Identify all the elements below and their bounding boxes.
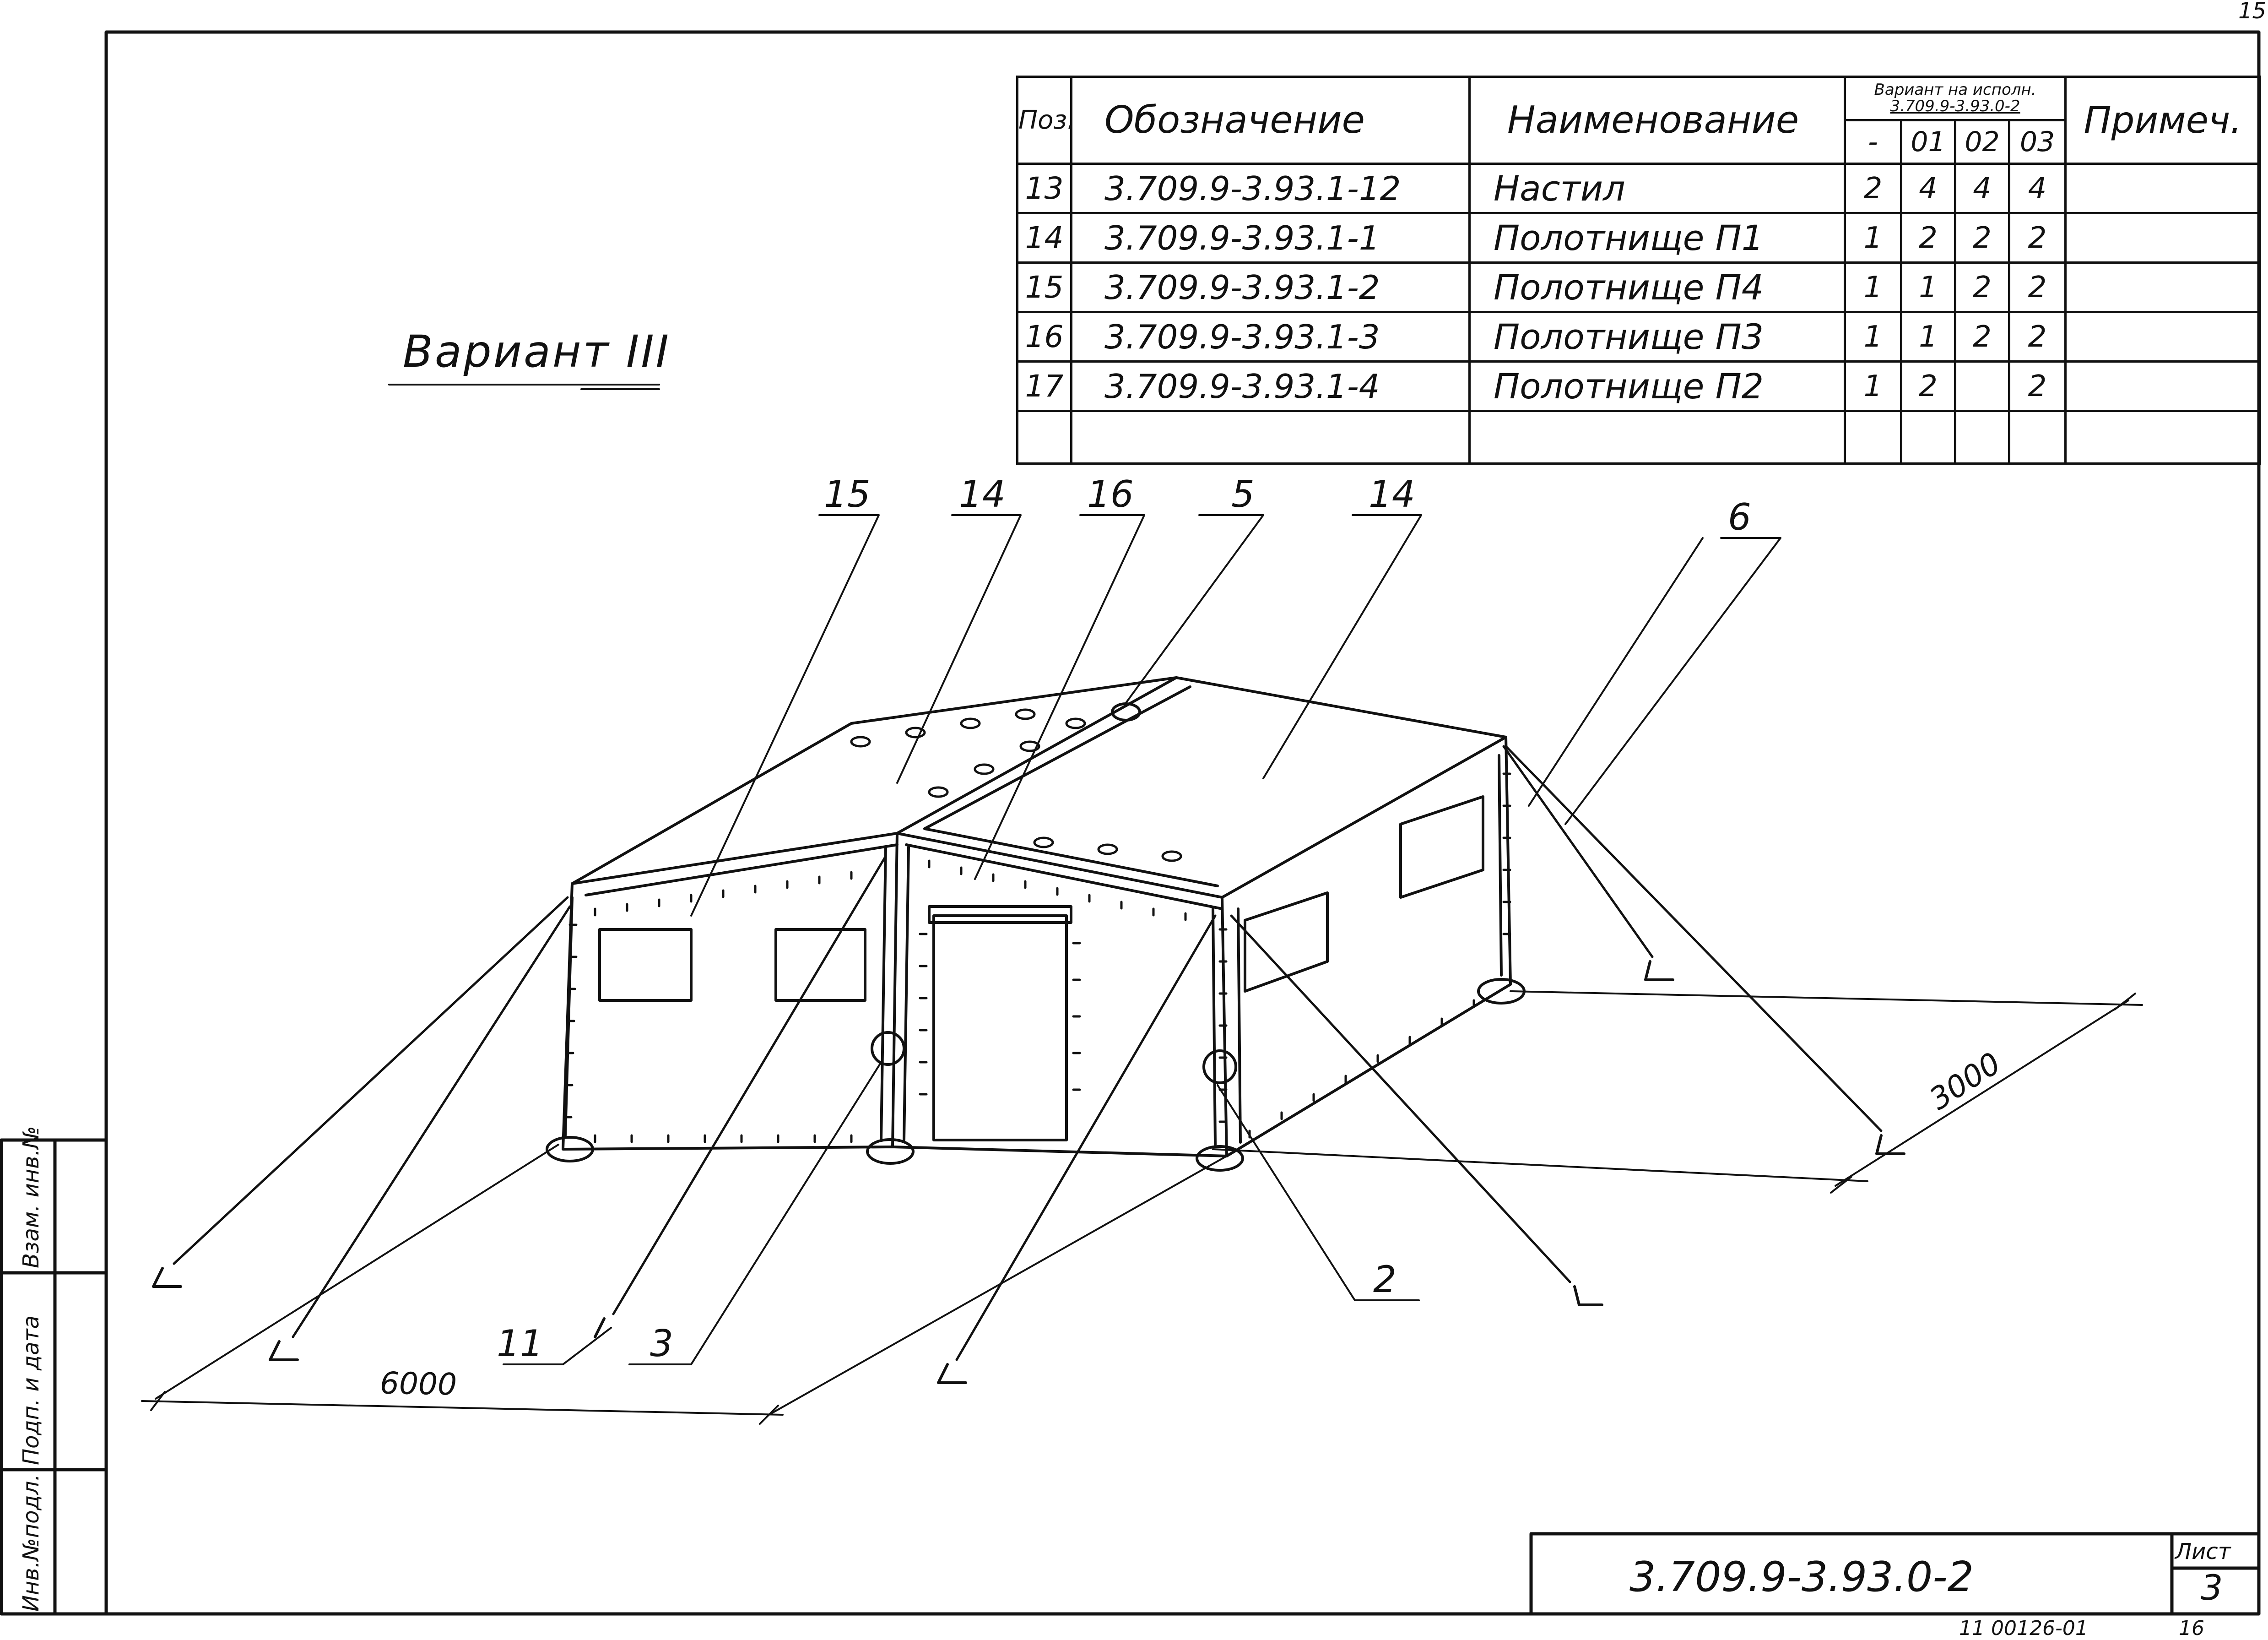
cell-poz: 15 [1016, 261, 1072, 313]
cell-qty: 1 [1844, 311, 1902, 363]
variant-heading: Вариант III [403, 326, 671, 377]
cell-designation: 3.709.9-3.93.1-2 [1070, 261, 1471, 313]
header-designation: Обозначение [1070, 76, 1471, 165]
footer-page-number: 16 [2179, 1617, 2204, 1640]
cell-qty: 1 [1844, 360, 1902, 412]
callout-label: 14 [959, 473, 1006, 516]
header-variant-col: - [1844, 119, 1902, 165]
cell-qty: 2 [1954, 261, 2010, 313]
cell-qty: 2 [1900, 360, 1956, 412]
callout-label: 2 [1373, 1258, 1397, 1301]
callout-label: 14 [1369, 473, 1415, 516]
callout-label: 6 [1728, 496, 1751, 538]
cell-qty: 1 [1900, 261, 1956, 313]
cell-designation [1070, 410, 1471, 465]
cell-qty: 4 [1954, 163, 2010, 214]
cell-designation: 3.709.9-3.93.1-12 [1070, 163, 1471, 214]
leader-lines [388, 384, 1781, 1365]
cell-poz: 17 [1016, 360, 1072, 412]
cell-qty: 2 [1954, 212, 2010, 264]
header-variant-line1: Вариант на исполн. [1874, 81, 2036, 99]
cell-qty: 2 [1900, 212, 1956, 264]
table-row: 14 3.709.9-3.93.1-1 Полотнище П1 1 2 2 2 [1016, 212, 2262, 264]
header-variant-col: 03 [2008, 119, 2067, 165]
table-row [1016, 410, 2262, 465]
dimension-lines [141, 990, 2143, 1425]
cell-designation: 3.709.9-3.93.1-1 [1070, 212, 1471, 264]
cell-poz: 13 [1016, 163, 1072, 214]
sheet-number: 3 [2201, 1567, 2223, 1608]
sheet-label: Лист [2175, 1539, 2231, 1564]
cell-qty: 2 [1844, 163, 1902, 214]
tent-body [546, 676, 1526, 1172]
callout-label: 5 [1231, 473, 1255, 516]
cell-name [1468, 410, 1846, 465]
cell-qty: 2 [1954, 311, 2010, 363]
side-label-inv: Инв.№подл. [18, 1474, 44, 1612]
cell-name: Полотнище П1 [1468, 212, 1846, 264]
cell-qty: 1 [1844, 261, 1902, 313]
cell-note [2064, 212, 2262, 264]
cell-qty: 2 [2008, 311, 2067, 363]
cell-name: Полотнище П2 [1468, 360, 1846, 412]
header-variant-col: 02 [1954, 119, 2010, 165]
header-poz: Поз. [1016, 76, 1072, 165]
cell-qty [1844, 410, 1902, 465]
table-row: 16 3.709.9-3.93.1-3 Полотнище П3 1 1 2 2 [1016, 311, 2262, 363]
cell-qty: 4 [1900, 163, 1956, 214]
cell-qty [1954, 410, 2010, 465]
cell-designation: 3.709.9-3.93.1-3 [1070, 311, 1471, 363]
cell-qty [1900, 410, 1956, 465]
side-label-replace: Взам. инв.№ [18, 1126, 44, 1268]
callout-label: 15 [824, 473, 871, 516]
cell-poz [1016, 410, 1072, 465]
header-name: Наименование [1468, 76, 1846, 165]
cell-qty: 4 [2008, 163, 2067, 214]
cell-poz: 16 [1016, 311, 1072, 363]
cell-qty: 2 [2008, 212, 2067, 264]
corner-page-number: 15 [2238, 0, 2267, 24]
cell-note [2064, 163, 2262, 214]
table-row: 17 3.709.9-3.93.1-4 Полотнище П2 1 2 2 [1016, 360, 2262, 412]
header-variant-col: 01 [1900, 119, 1956, 165]
dimension-length: 6000 [379, 1365, 457, 1402]
cell-note [2064, 360, 2262, 412]
table-row: 15 3.709.9-3.93.1-2 Полотнище П4 1 1 2 2 [1016, 261, 2262, 313]
cell-designation: 3.709.9-3.93.1-4 [1070, 360, 1471, 412]
callout-label: 3 [650, 1322, 673, 1365]
header-variant-line2: 3.709.9-3.93.0-2 [1890, 97, 2020, 115]
cell-qty: 1 [1900, 311, 1956, 363]
cell-poz: 14 [1016, 212, 1072, 264]
archive-number: 11 00126-01 [1959, 1617, 2088, 1640]
cell-qty: 2 [2008, 261, 2067, 313]
table-row: 13 3.709.9-3.93.1-12 Настил 2 4 4 4 [1016, 163, 2262, 214]
title-designation: 3.709.9-3.93.0-2 [1629, 1553, 1974, 1601]
cell-qty: 2 [2008, 360, 2067, 412]
cell-note [2064, 311, 2262, 363]
guy-ropes [152, 745, 1905, 1384]
cell-qty [2008, 410, 2067, 465]
cell-note [2064, 410, 2262, 465]
cell-note [2064, 261, 2262, 313]
specification-table: Поз. Обозначение Наименование Вариант на… [1016, 76, 2262, 465]
cell-qty [1954, 360, 2010, 412]
callout-label: 16 [1087, 473, 1134, 516]
cell-name: Полотнище П4 [1468, 261, 1846, 313]
sheet-frame [0, 30, 2261, 1616]
callout-label: 11 [497, 1322, 543, 1365]
cell-qty: 1 [1844, 212, 1902, 264]
side-label-sign: Подп. и дата [18, 1315, 44, 1465]
cell-name: Настил [1468, 163, 1846, 214]
cell-name: Полотнище П3 [1468, 311, 1846, 363]
header-variant: Вариант на исполн. 3.709.9-3.93.0-2 [1843, 76, 2067, 121]
